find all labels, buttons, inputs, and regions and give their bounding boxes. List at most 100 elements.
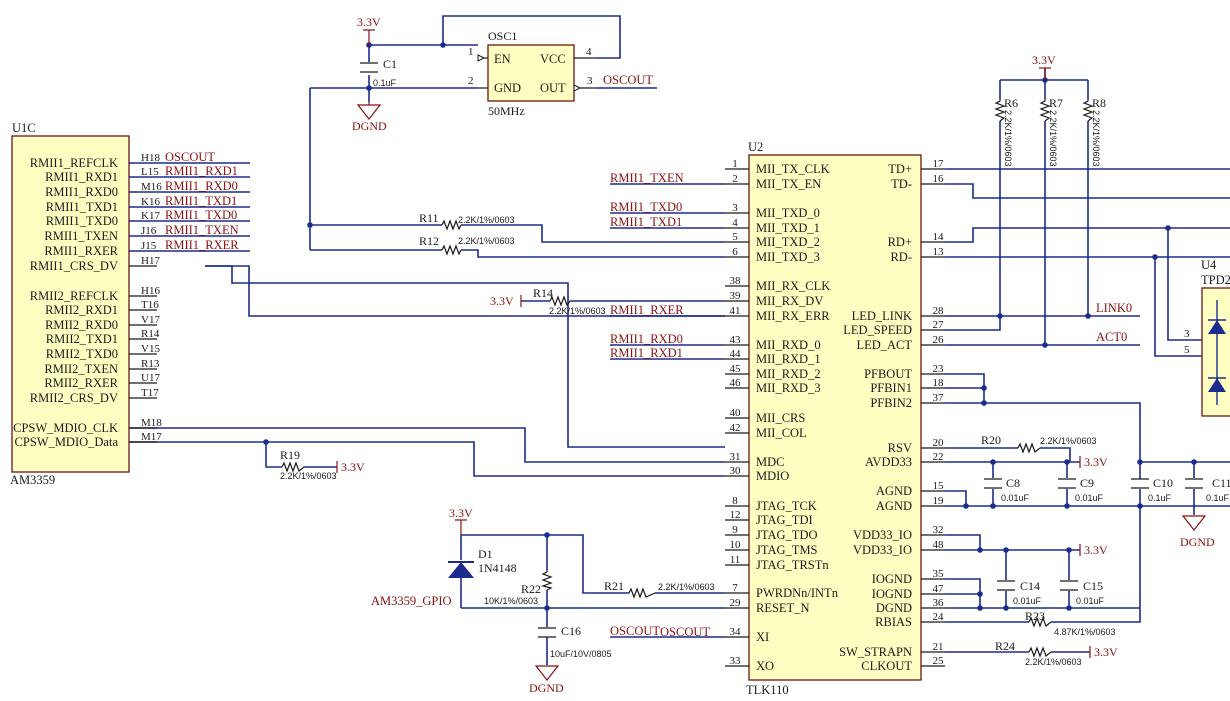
osc1-pinnum-1: 1	[468, 46, 474, 58]
u2-net-label: RMII1_TXD1	[610, 215, 682, 229]
u1c-pin-number: H17	[141, 255, 160, 267]
u2-pin-number: 8	[732, 495, 738, 507]
tvs-diode-icon	[1208, 320, 1226, 334]
u2-pin-name: MII_TXD_0	[756, 206, 820, 220]
u2-pin-number: 48	[933, 539, 945, 551]
c8-ref: C8	[1006, 476, 1020, 490]
u2-pin-number: 41	[730, 305, 741, 317]
r8-value: 2.2K/1%/0603	[1091, 110, 1101, 167]
c1-value: 0.1uF	[373, 78, 397, 88]
u2-pin-name: LED_SPEED	[843, 323, 912, 337]
u2-pin-number: 30	[730, 465, 742, 477]
u2-pin-name: SW_STRAPN	[839, 645, 912, 659]
capacitors: C1 0.1uF C8 0.01uF C9 0.01uF C10 0.1uF C…	[360, 57, 1230, 659]
u1c-ref: U1C	[12, 121, 36, 135]
resistor-r11-icon	[441, 219, 462, 231]
u2-pin-name: PWRDNn/INTn	[756, 586, 839, 600]
u2-pin-name: IOGND	[872, 587, 912, 601]
u1c-pin-name: RMII2_TXEN	[44, 362, 118, 376]
u2-net-label: RMII1_TXD0	[610, 200, 682, 214]
u1c-pin-number: R13	[141, 358, 160, 370]
u2-pin-number: 7	[732, 582, 738, 594]
u1c-net-label: OSCOUT	[165, 150, 215, 164]
c15-ref: C15	[1083, 579, 1103, 593]
u2-pin-name: MII_CRS	[756, 411, 805, 425]
u2-pin-name: XO	[756, 659, 774, 673]
u1c-pin-name: RMII1_TXD0	[46, 214, 118, 228]
u2-pin-name: RSV	[888, 441, 912, 455]
u4-pinnum-3: 3	[1184, 328, 1190, 340]
u2-pin-name: DGND	[876, 601, 912, 615]
r7-ref: R7	[1049, 96, 1063, 110]
power-symbols: 3.3V 3.3V 3.3V 3.3V 3.3V 3.3V 3.3V 3.3V …	[336, 15, 1215, 695]
u2-pin-name: IOGND	[872, 572, 912, 586]
u2-net-label: RMII1_RXD1	[610, 346, 683, 360]
u2-pin-number: 42	[730, 422, 741, 434]
junctions	[263, 42, 1197, 611]
u1c-net-label: RMII1_TXD1	[165, 194, 237, 208]
u2-pin-number: 28	[933, 305, 945, 317]
r11-value: 2.2K/1%/0603	[458, 215, 515, 225]
r8-ref: R8	[1092, 96, 1106, 110]
u1c-pin-number: T16	[141, 299, 159, 311]
u1c-pin-name: RMII2_RXER	[44, 376, 118, 390]
u1c-pin-name: RMII2_TXD1	[46, 332, 118, 346]
u2-pin-number: 47	[933, 583, 945, 595]
u1c-net-label: RMII1_RXER	[165, 238, 239, 252]
resistor-r22-icon	[540, 570, 553, 591]
power-3v3-label: 3.3V	[1084, 455, 1108, 469]
u2-pin-name: MII_TXD_3	[756, 250, 820, 264]
u2-pin-number: 35	[933, 568, 945, 580]
u2-pin-number: 20	[933, 437, 945, 449]
u2-net-label: OSCOUT	[610, 624, 660, 638]
u1c-part: AM3359	[10, 473, 55, 487]
u4-ref: U4	[1201, 258, 1217, 272]
r24-ref: R24	[995, 639, 1015, 653]
power-3v3-label: 3.3V	[490, 294, 514, 308]
u1c-pin-number: L15	[141, 166, 159, 178]
osc1-pinnum-3: 3	[587, 75, 593, 87]
u2-pin-name: MII_RX_ERR	[756, 309, 830, 323]
u2-pin-number: 22	[933, 451, 944, 463]
r12-ref: R12	[419, 234, 439, 248]
resistor-r23-icon	[1028, 616, 1052, 628]
u2-pin-name: MII_RX_CLK	[756, 279, 830, 293]
osc1-pin-en: EN	[494, 52, 511, 66]
u1c-pin-name: RMII1_TXEN	[44, 229, 118, 243]
c16-ref: C16	[561, 624, 581, 638]
u1c-pin-number: U17	[141, 372, 160, 384]
u1c-pin-number: T17	[141, 387, 159, 399]
d1-value: 1N4148	[478, 561, 517, 575]
osc1-pinnum-4: 4	[586, 46, 592, 58]
u1c-pin-name: RMII2_RXD0	[45, 318, 118, 332]
u2-pin-number: 37	[933, 392, 945, 404]
u1c-component: U1C AM3359 RMII1_REFCLK H18 OSCOUT RMII1_RX…	[10, 121, 250, 487]
r19-ref: R19	[280, 448, 300, 462]
osc1-pin-vcc: VCC	[540, 52, 566, 66]
u2-pin-number: 32	[933, 524, 944, 536]
u1c-pin-name: RMII1_TXD1	[46, 200, 118, 214]
u2-pin-name: MII_RX_DV	[756, 294, 823, 308]
u2-pin-name: MII_TXD_2	[756, 235, 820, 249]
resistor-r7-icon	[1039, 99, 1051, 122]
r6-ref: R6	[1004, 96, 1018, 110]
u2-pin-number: 12	[730, 509, 741, 521]
r20-ref: R20	[981, 433, 1001, 447]
resistor-r12-icon	[441, 244, 462, 256]
u2-pin-name: PFBIN1	[870, 381, 912, 395]
u1c-pin-name: RMII1_RXD1	[45, 170, 118, 184]
u1c-pin-name: RMII1_REFCLK	[30, 156, 118, 170]
u2-pin-number: 27	[933, 319, 945, 331]
tvs-diode-icon	[1208, 378, 1226, 392]
r22-ref: R22	[521, 582, 541, 596]
net-label-act0: ACT0	[1096, 330, 1127, 344]
u1c-pin-name: RMII1_CRS_DV	[30, 259, 118, 273]
u2-pin-name: PFBIN2	[870, 396, 912, 410]
u1c-net-label: RMII1_RXD0	[165, 179, 238, 193]
net-label-am3359-gpio: AM3359_GPIO	[371, 594, 452, 608]
osc1-component: OSC1 EN GND VCC OUT 1 2 4 3 50MHz OSCOUT	[468, 29, 653, 118]
u1c-pin-number: H16	[141, 285, 160, 297]
u1c-pin-number: H18	[141, 152, 160, 164]
u1c-pin-name: RMII2_REFCLK	[30, 289, 118, 303]
